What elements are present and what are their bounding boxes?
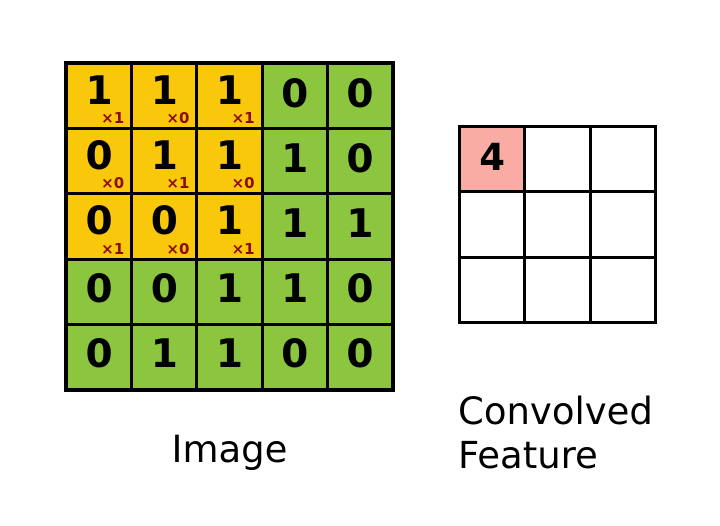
kernel-multiplier: ×0 xyxy=(231,174,255,193)
image-cell-value: 0 xyxy=(85,332,113,378)
image-cell-r4c3[interactable]: 1 xyxy=(198,260,261,323)
image-cell-value: 1 xyxy=(281,267,309,313)
image-cell-value: 0 xyxy=(85,267,113,313)
image-cell-r4c5[interactable]: 0 xyxy=(328,260,391,323)
convolved-feature-label-line1: Convolved xyxy=(458,390,653,433)
convolved-feature-label-line2: Feature xyxy=(458,433,598,477)
image-cell-r5c4[interactable]: 0 xyxy=(263,325,326,388)
image-cell-r5c3[interactable]: 1 xyxy=(198,325,261,388)
image-cell-r3c4[interactable]: 1 xyxy=(263,195,326,258)
image-cell-value: 1 xyxy=(150,332,178,378)
image-cell-value: 0 xyxy=(346,71,374,117)
image-cell-r4c2[interactable]: 0 xyxy=(133,260,196,323)
feature-cell-value: 4 xyxy=(479,135,506,179)
kernel-multiplier: ×0 xyxy=(166,109,190,128)
image-cell-value: 1 xyxy=(85,68,113,114)
image-cell-r1c3[interactable]: 1 ×1 xyxy=(198,65,261,128)
image-cell-value: 1 xyxy=(215,198,244,244)
image-cell-r1c4[interactable]: 0 xyxy=(263,65,326,128)
image-cell-r2c5[interactable]: 0 xyxy=(328,130,391,193)
image-grid-label: Image xyxy=(171,428,288,471)
image-cell-value: 1 xyxy=(281,136,309,182)
image-cell-r4c1[interactable]: 0 xyxy=(68,260,131,323)
image-cell-value: 0 xyxy=(150,198,178,244)
feature-cell-r1c2[interactable] xyxy=(526,128,589,191)
image-cell-value: 1 xyxy=(281,201,309,247)
kernel-multiplier: ×1 xyxy=(101,239,125,258)
image-cell-value: 0 xyxy=(346,332,374,378)
kernel-multiplier: ×1 xyxy=(101,109,125,128)
feature-cell-r1c3[interactable] xyxy=(591,128,654,191)
feature-cell-r3c1[interactable] xyxy=(461,258,524,321)
image-cell-r5c5[interactable]: 0 xyxy=(328,325,391,388)
image-cell-r4c4[interactable]: 1 xyxy=(263,260,326,323)
image-cell-r1c5[interactable]: 0 xyxy=(328,65,391,128)
image-cell-value: 0 xyxy=(281,332,309,378)
kernel-multiplier: ×1 xyxy=(231,109,255,128)
image-cell-value: 1 xyxy=(150,68,178,114)
image-cell-value: 0 xyxy=(346,267,374,313)
image-cell-r2c1[interactable]: 0 ×0 xyxy=(68,130,131,193)
image-cell-r5c2[interactable]: 1 xyxy=(133,325,196,388)
image-cell-r2c3[interactable]: 1 ×0 xyxy=(198,130,261,193)
image-cell-r1c2[interactable]: 1 ×0 xyxy=(133,65,196,128)
image-cell-r3c5[interactable]: 1 xyxy=(328,195,391,258)
image-cell-value: 0 xyxy=(85,133,113,179)
image-cell-r3c1[interactable]: 0 ×1 xyxy=(68,195,131,258)
image-cell-value: 1 xyxy=(215,68,244,114)
image-cell-r3c3[interactable]: 1 ×1 xyxy=(198,195,261,258)
image-cell-value: 0 xyxy=(281,71,309,117)
kernel-multiplier: ×1 xyxy=(231,239,255,258)
kernel-multiplier: ×1 xyxy=(166,174,190,193)
image-cell-value: 1 xyxy=(150,133,178,179)
feature-cell-r2c1[interactable] xyxy=(461,193,524,256)
image-cell-r5c1[interactable]: 0 xyxy=(68,325,131,388)
convolved-feature-label: Convolved Feature xyxy=(458,390,688,477)
image-cell-value: 0 xyxy=(346,136,374,182)
image-cell-value: 0 xyxy=(85,198,113,244)
image-cell-r2c4[interactable]: 1 xyxy=(263,130,326,193)
feature-cell-r3c2[interactable] xyxy=(526,258,589,321)
convolved-feature-grid: 4 xyxy=(458,125,657,324)
image-grid: 1 ×1 1 ×0 1 ×1 0 0 0 ×0 1 ×1 1 ×0 1 0 0 … xyxy=(64,61,395,392)
feature-cell-r2c3[interactable] xyxy=(591,193,654,256)
kernel-multiplier: ×0 xyxy=(101,174,125,193)
feature-cell-r2c2[interactable] xyxy=(526,193,589,256)
image-cell-r3c2[interactable]: 0 ×0 xyxy=(133,195,196,258)
image-cell-value: 1 xyxy=(215,332,244,378)
image-cell-value: 1 xyxy=(215,267,244,313)
image-cell-value: 0 xyxy=(150,267,178,313)
image-cell-value: 1 xyxy=(215,133,244,179)
kernel-multiplier: ×0 xyxy=(166,239,190,258)
image-cell-value: 1 xyxy=(346,201,374,247)
feature-cell-r3c3[interactable] xyxy=(591,258,654,321)
feature-cell-r1c1[interactable]: 4 xyxy=(461,128,524,191)
image-cell-r2c2[interactable]: 1 ×1 xyxy=(133,130,196,193)
image-cell-r1c1[interactable]: 1 ×1 xyxy=(68,65,131,128)
